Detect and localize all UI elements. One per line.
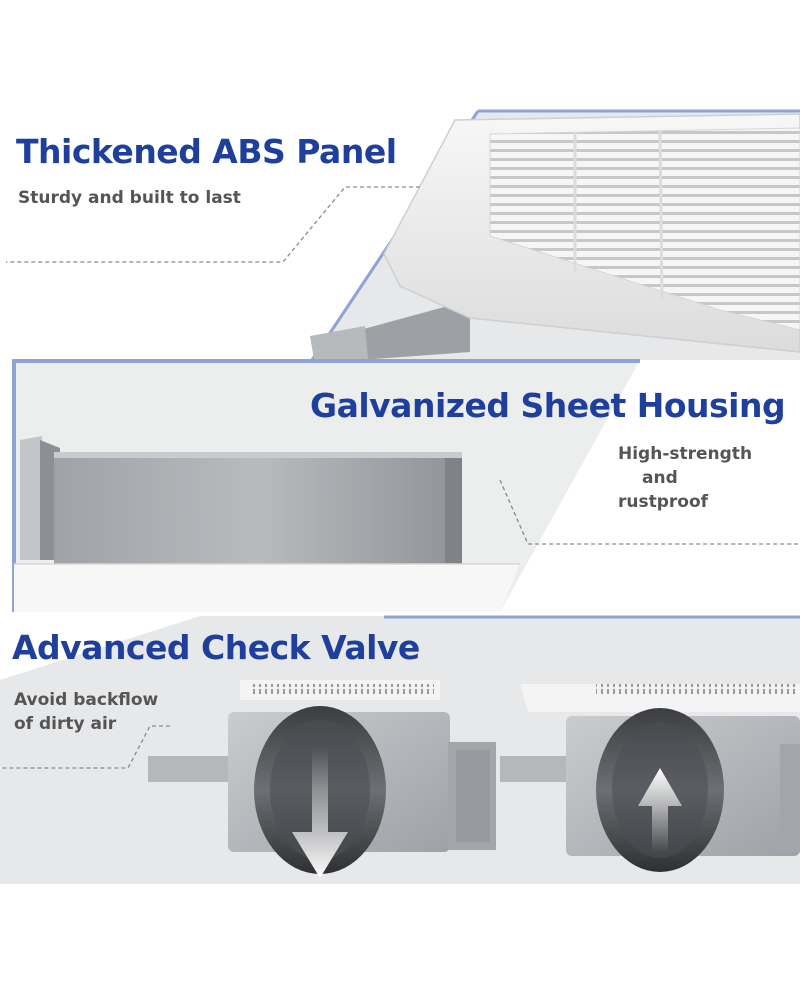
subtitle-line: of dirty air [14, 714, 117, 734]
feature-subtitle-check-valve: Avoid backflow of dirty air [14, 688, 158, 736]
valve-unit-open [500, 684, 800, 872]
panel-trim [14, 564, 520, 612]
valve-unit-closed [148, 680, 496, 878]
arrow-down-icon [292, 748, 348, 878]
feature-title-housing: Galvanized Sheet Housing [310, 386, 786, 425]
leader-line [6, 186, 420, 263]
section-housing [12, 359, 800, 612]
section-abs-panel [0, 109, 800, 361]
accent-line [12, 359, 640, 612]
fan-grille-panel-image [383, 113, 800, 353]
subtitle-line: Avoid backflow [14, 690, 159, 710]
feature-subtitle-housing: High-strength and rustproof [618, 442, 752, 514]
arrow-up-icon [638, 768, 682, 852]
feature-title-abs-panel: Thickened ABS Panel [16, 132, 397, 171]
feature-subtitle-abs-panel: Sturdy and built to last [18, 188, 241, 208]
housing-flange-edge [310, 326, 368, 360]
leader-line [499, 479, 800, 545]
leader-line [0, 725, 170, 769]
subtitle-line: High-strength [618, 444, 753, 464]
feature-title-check-valve: Advanced Check Valve [12, 628, 420, 667]
section-check-valve [0, 615, 800, 884]
metal-housing-image [20, 436, 462, 564]
subtitle-line: and [642, 468, 678, 488]
housing-flange [360, 300, 470, 360]
subtitle-line: rustproof [618, 492, 709, 512]
